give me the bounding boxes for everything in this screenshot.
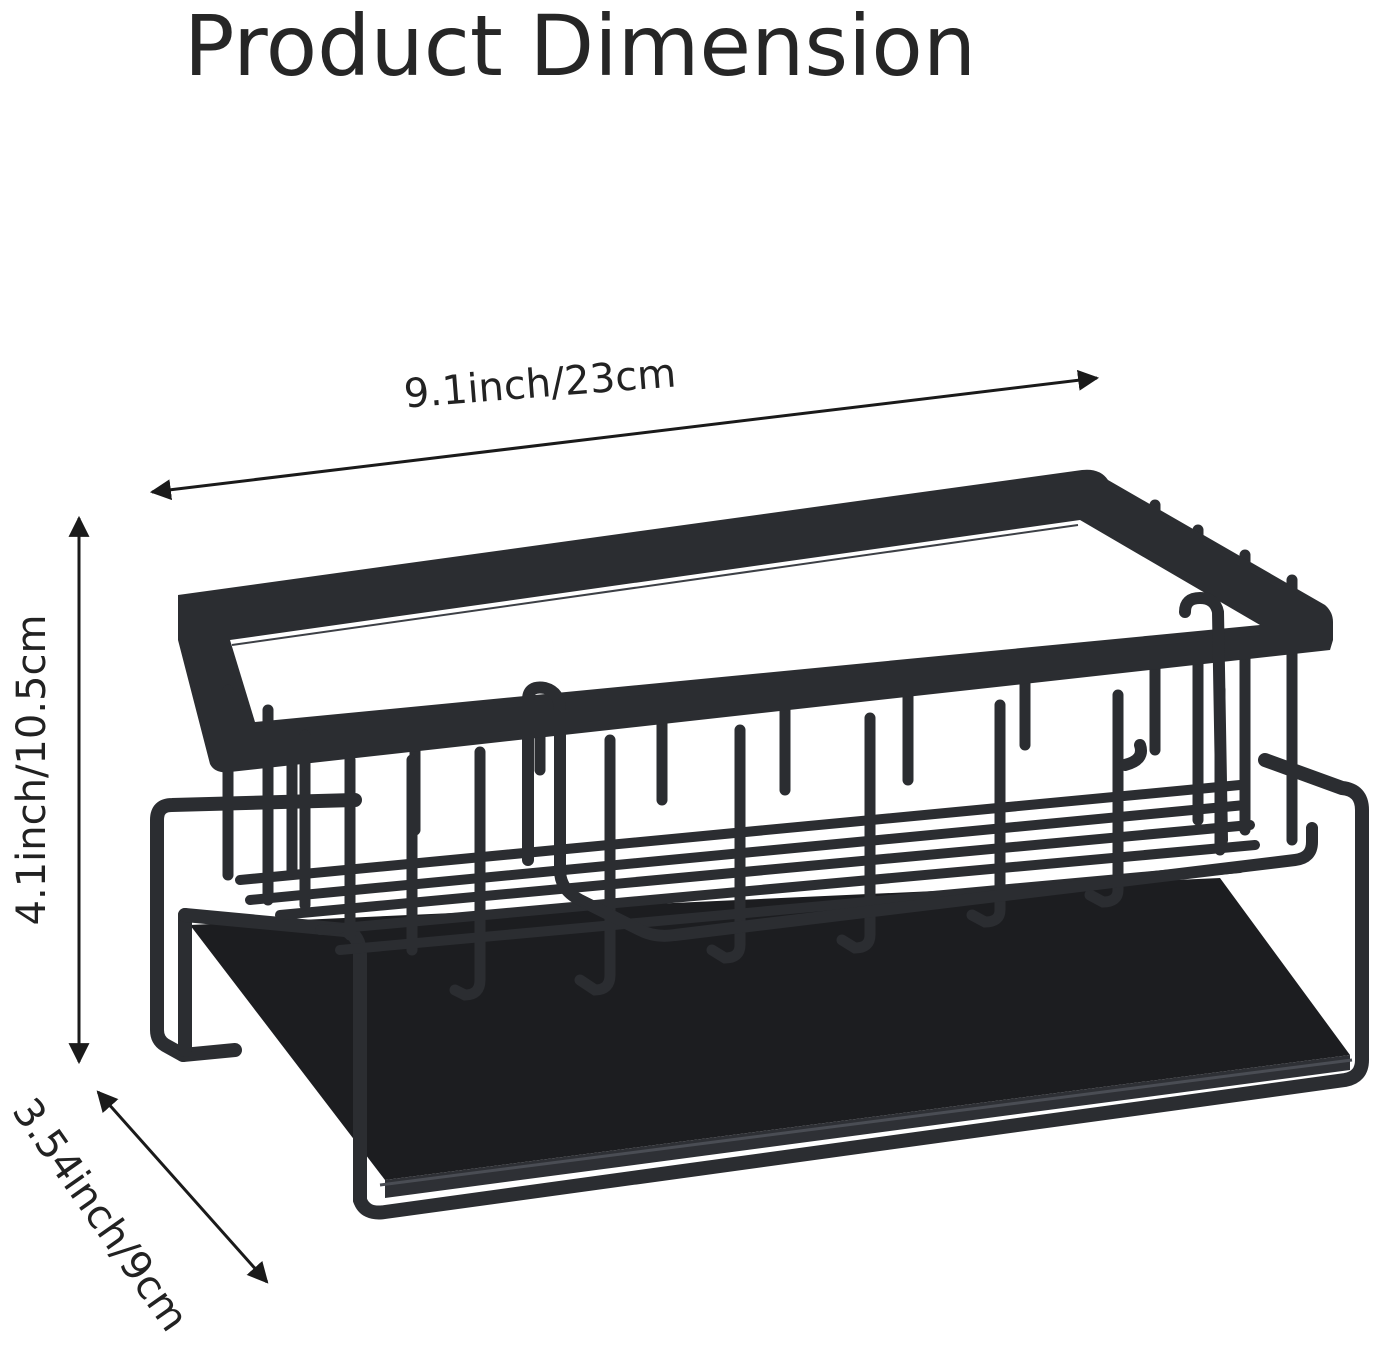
- sponge-hanger: [522, 592, 1318, 942]
- depth-arrow: [96, 1090, 269, 1284]
- height-label: 4.1inch/10.5cm: [9, 614, 55, 926]
- width-arrow: [149, 369, 1100, 501]
- basket-top-rim: [178, 469, 1333, 773]
- page-title: Product Dimension: [183, 0, 977, 95]
